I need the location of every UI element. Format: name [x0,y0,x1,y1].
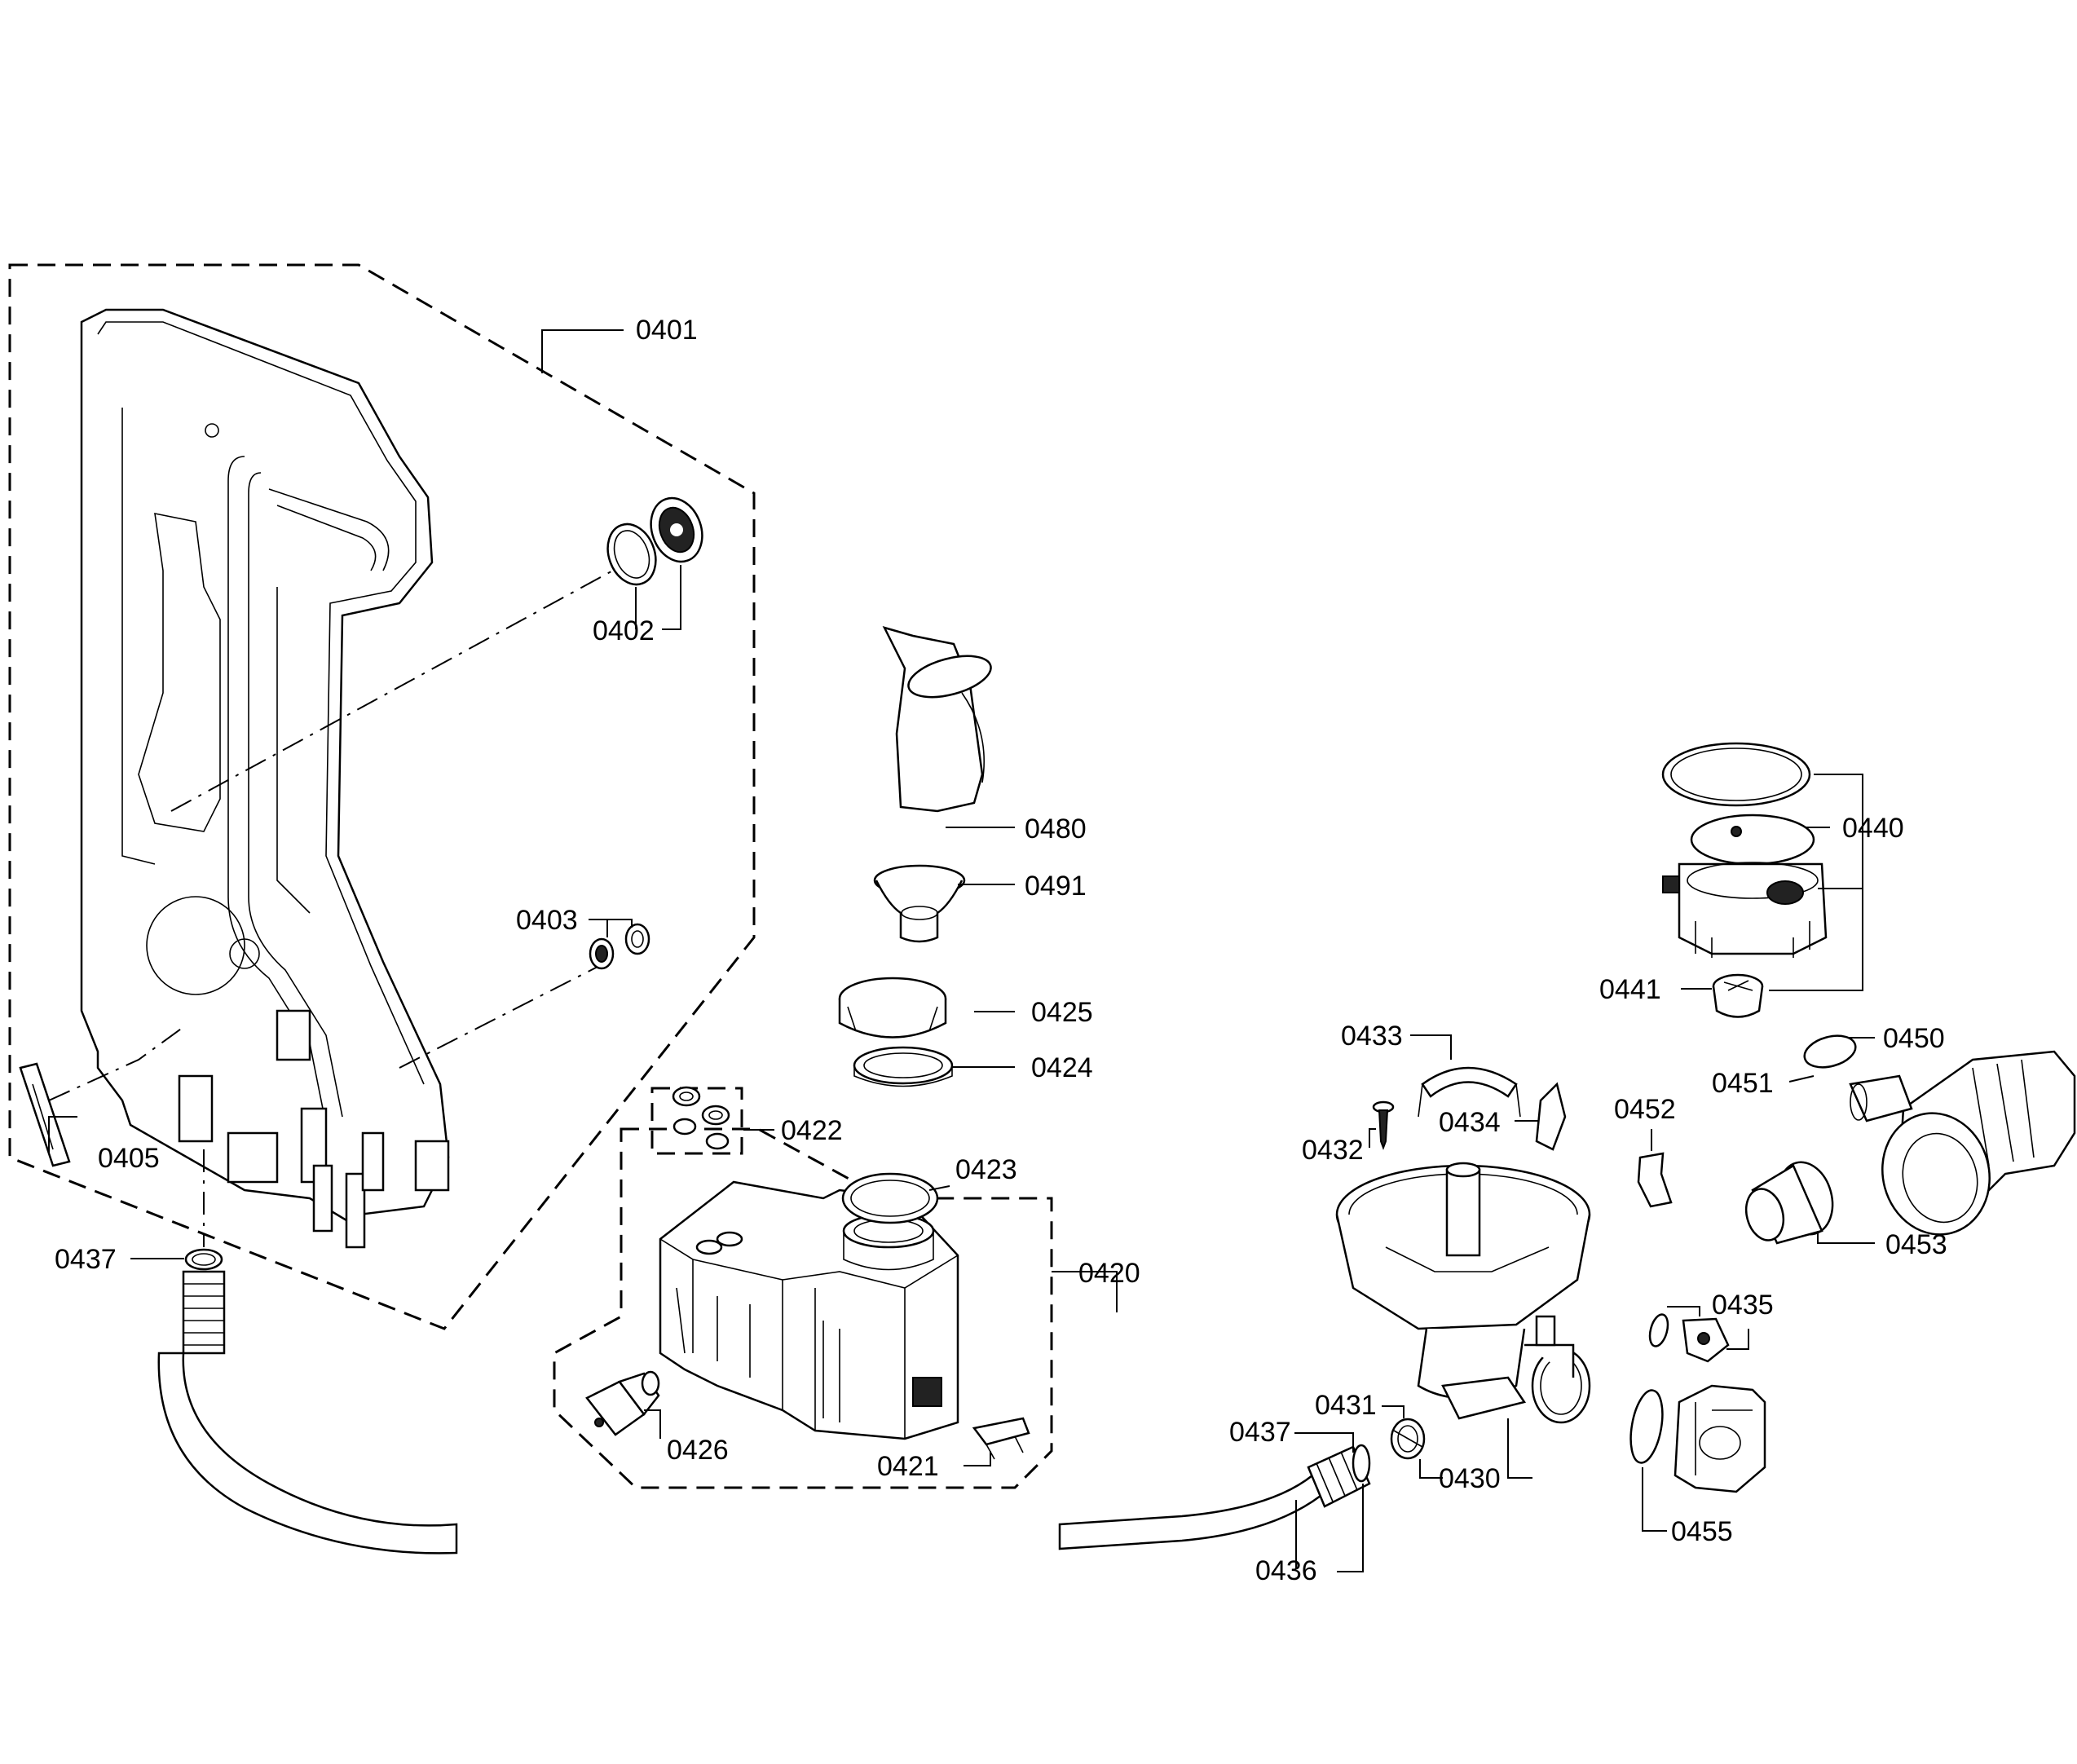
callout-0425: 0425 [1031,997,1093,1028]
part-0433-cover[interactable] [1418,1066,1521,1118]
callout-0451: 0451 [1712,1068,1774,1099]
leader-0421 [964,1451,991,1466]
part-0453-connector[interactable] [1740,1156,1840,1245]
part-0424-ring[interactable] [853,1046,954,1087]
leader-0402 [635,565,681,630]
assembly-boundary-0422 [650,1087,743,1155]
part-0440-heater-housing[interactable] [1661,742,1828,958]
part-0425-lid[interactable] [838,977,947,1039]
assembly-boundary-0420 [553,1127,1053,1489]
part-0441-impeller[interactable] [1712,973,1764,1018]
assembly-boundary-0401 [8,263,756,1330]
callout-0430: 0430 [1439,1463,1501,1494]
leader-0420 [1052,1271,1118,1312]
callout-0424: 0424 [1031,1052,1093,1083]
leader-0430 [1507,1418,1532,1479]
leader-0432 [1369,1128,1376,1148]
leader-0435 [1667,1306,1749,1350]
part-0435-sensor[interactable] [1647,1312,1730,1363]
callout-0440: 0440 [1842,813,1904,844]
callout-0453: 0453 [1885,1229,1947,1260]
callout-0491: 0491 [1025,871,1087,902]
alignment-line-0405 [48,1026,184,1101]
part-0426-valve[interactable] [585,1370,660,1436]
callout-0436: 0436 [1255,1555,1317,1586]
callout-0433: 0433 [1341,1021,1403,1052]
callout-0455: 0455 [1671,1516,1733,1547]
leader-0436 [1295,1484,1364,1572]
part-0480-funnel[interactable] [882,626,995,813]
part-0431-check-valve[interactable] [1390,1418,1426,1460]
part-drain-hose[interactable] [157,1248,1371,1555]
callout-0435: 0435 [1712,1290,1774,1321]
callout-0431: 0431 [1315,1390,1377,1421]
leader-0453 [1817,1231,1875,1244]
alignment-line-0402 [170,562,628,812]
leader-0455 [1642,1467,1667,1532]
leader-0426 [644,1409,661,1439]
callout-0402: 0402 [593,615,655,646]
callout-0403: 0403 [516,905,578,936]
callout-0401: 0401 [636,315,698,346]
part-0401-water-pocket[interactable] [80,308,450,1249]
callout-0450: 0450 [1883,1023,1945,1054]
callout-0426: 0426 [667,1435,729,1466]
part-0450-pump-motor[interactable] [1849,1050,2076,1246]
leader-0423 [928,1185,950,1191]
callout-0432: 0432 [1302,1135,1364,1166]
callout-0423: 0423 [955,1154,1017,1185]
part-0491-cup[interactable] [873,864,966,943]
callout-0422: 0422 [781,1115,843,1146]
callout-0452: 0452 [1614,1094,1676,1125]
callout-0441: 0441 [1599,974,1661,1005]
callout-0405: 0405 [98,1143,160,1174]
part-0452-seal[interactable] [1637,1152,1673,1208]
leader-0437b [1294,1432,1354,1453]
leader-0451 [1788,1075,1815,1083]
part-0422-seals[interactable] [672,1086,730,1150]
callout-0480: 0480 [1025,814,1087,845]
callout-0437-upper: 0437 [55,1244,117,1275]
callout-0437-lower: 0437 [1229,1417,1291,1448]
part-0402-seal-cap[interactable] [600,491,711,591]
callout-0420: 0420 [1078,1258,1140,1289]
leader-0403 [589,919,633,937]
leader-0433 [1410,1034,1452,1060]
part-0434-clip[interactable] [1535,1082,1567,1151]
part-0455-drain-pump[interactable] [1625,1384,1766,1493]
callout-0421: 0421 [877,1451,939,1482]
part-0420-dispenser[interactable] [659,1180,959,1440]
part-0432-screw[interactable] [1372,1100,1395,1150]
alignment-line-0403 [399,965,600,1069]
leader-0440 [1769,774,1863,991]
leader-0431 [1382,1405,1443,1479]
part-0451-clamp[interactable] [1801,1030,1859,1072]
leader-0405 [48,1116,77,1153]
leader-0401 [541,329,624,373]
part-0405-clip[interactable] [19,1062,71,1167]
callout-0434: 0434 [1439,1107,1501,1138]
part-0403-fittings[interactable] [589,923,650,970]
part-0423-gasket[interactable] [841,1172,939,1224]
part-0421-clip[interactable] [972,1417,1030,1460]
part-0430-sump[interactable] [1335,1162,1591,1424]
